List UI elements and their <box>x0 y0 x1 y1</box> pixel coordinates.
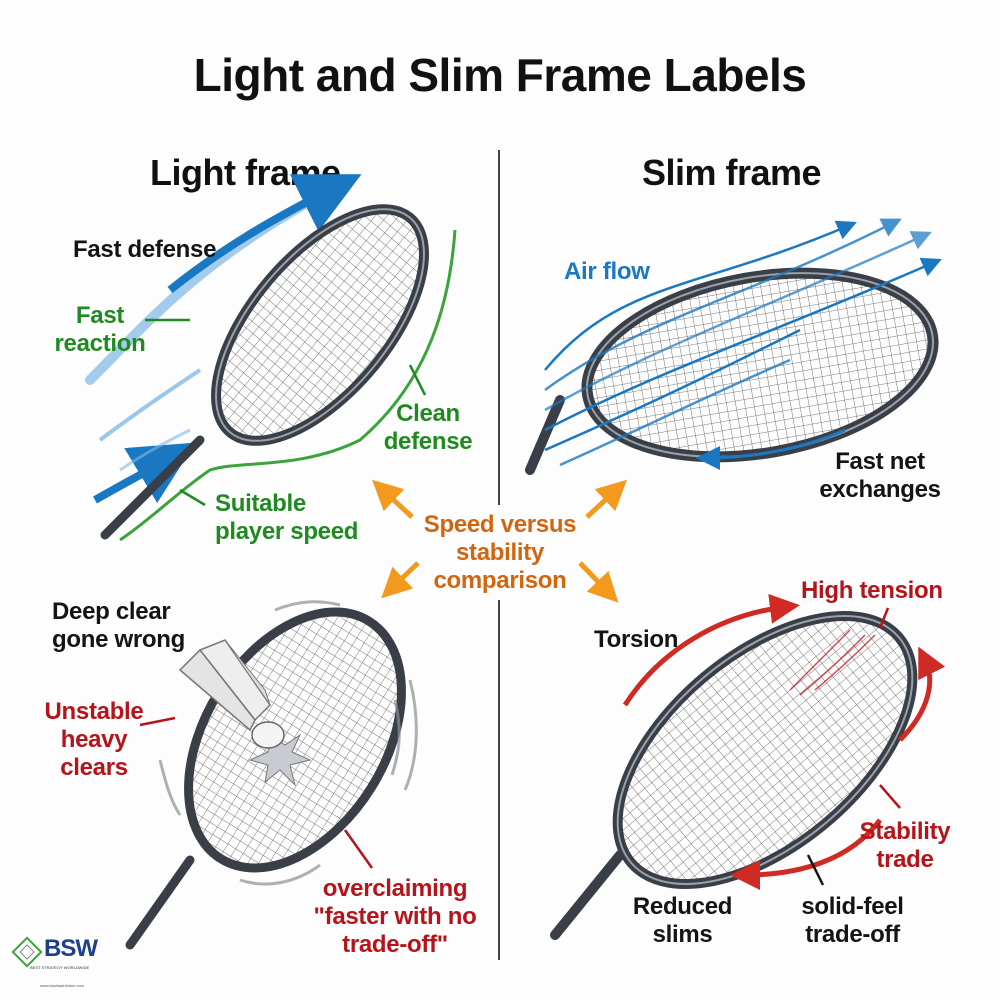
label-line: Reduced <box>632 893 733 920</box>
label-line: solid-feel <box>801 893 904 920</box>
label-fast-defense: Fast defense <box>73 236 217 263</box>
label-overclaiming: overclaiming "faster with no trade-off" <box>305 875 485 959</box>
label-fast-reaction: Fast reaction <box>50 302 150 358</box>
page-title: Light and Slim Frame Labels <box>193 49 807 101</box>
label-line: gone wrong <box>52 626 185 653</box>
label-line: Suitable <box>215 490 306 517</box>
badminton-racket-light-icon <box>85 174 457 542</box>
label-speed-vs-stability: Speed versus stability comparison <box>405 511 595 595</box>
badminton-racket-slim-icon <box>525 218 942 475</box>
badminton-racket-torsion-icon <box>550 593 946 940</box>
label-line: Stability <box>859 818 951 845</box>
label-reduced-slims: Reduced slims <box>625 893 740 949</box>
label-line: trade-off <box>805 921 900 948</box>
label-line: Clean <box>396 400 460 427</box>
label-line: Unstable <box>44 698 144 725</box>
divider-top <box>498 150 500 505</box>
label-line: slims <box>652 921 713 948</box>
logo-diamond-icon <box>11 936 43 968</box>
label-line: Fast net <box>835 448 925 475</box>
label-solid-feel-trade-off: solid-feel trade-off <box>790 893 915 949</box>
airflow-arrows-icon <box>544 218 942 467</box>
label-line: player speed <box>215 518 359 545</box>
label-line: comparison <box>433 567 567 594</box>
label-line: "faster with no <box>313 903 477 930</box>
label-line: defense <box>383 428 473 455</box>
label-suitable-player-speed: Suitable player speed <box>215 490 358 546</box>
label-deep-clear-gone-wrong: Deep clear gone wrong <box>52 598 185 654</box>
label-clean-defense: Clean defense <box>378 400 478 456</box>
label-line: reaction <box>54 330 146 357</box>
label-line: Speed versus <box>423 511 577 538</box>
label-unstable-heavy-clears: Unstable heavy clears <box>38 698 150 782</box>
bsw-logo: BSW BEST STRATEGY WORLDWIDE www.bswbadmi… <box>10 935 120 990</box>
label-line: stability <box>456 539 544 566</box>
label-line: trade <box>876 846 934 873</box>
label-line: clears <box>60 754 128 781</box>
label-line: trade-off" <box>342 931 448 958</box>
label-line: Fast <box>75 302 125 329</box>
logo-url: www.bswbadminton.com <box>40 983 85 988</box>
label-line: heavy <box>60 726 128 753</box>
label-line: overclaiming <box>322 875 468 902</box>
label-line: Deep clear <box>52 598 171 625</box>
torsion-arrows-icon <box>622 593 946 890</box>
panel-heading-slim-frame: Slim frame <box>642 152 822 193</box>
impact-burst-icon <box>248 733 312 787</box>
label-line: exchanges <box>819 476 941 503</box>
comparison-arrows-icon <box>372 479 627 603</box>
label-high-tension: High tension <box>801 577 943 604</box>
badminton-racket-unstable-icon <box>125 600 418 950</box>
label-torsion: Torsion <box>594 626 679 653</box>
logo-subtitle: BEST STRATEGY WORLDWIDE <box>30 965 90 970</box>
divider-bottom <box>498 600 500 960</box>
shuttlecock-icon <box>178 639 285 749</box>
label-air-flow: Air flow <box>564 258 650 285</box>
label-stability-trade: Stability trade <box>850 818 960 874</box>
logo-text: BSW <box>44 935 98 962</box>
label-fast-net-exchanges: Fast net exchanges <box>815 448 945 504</box>
